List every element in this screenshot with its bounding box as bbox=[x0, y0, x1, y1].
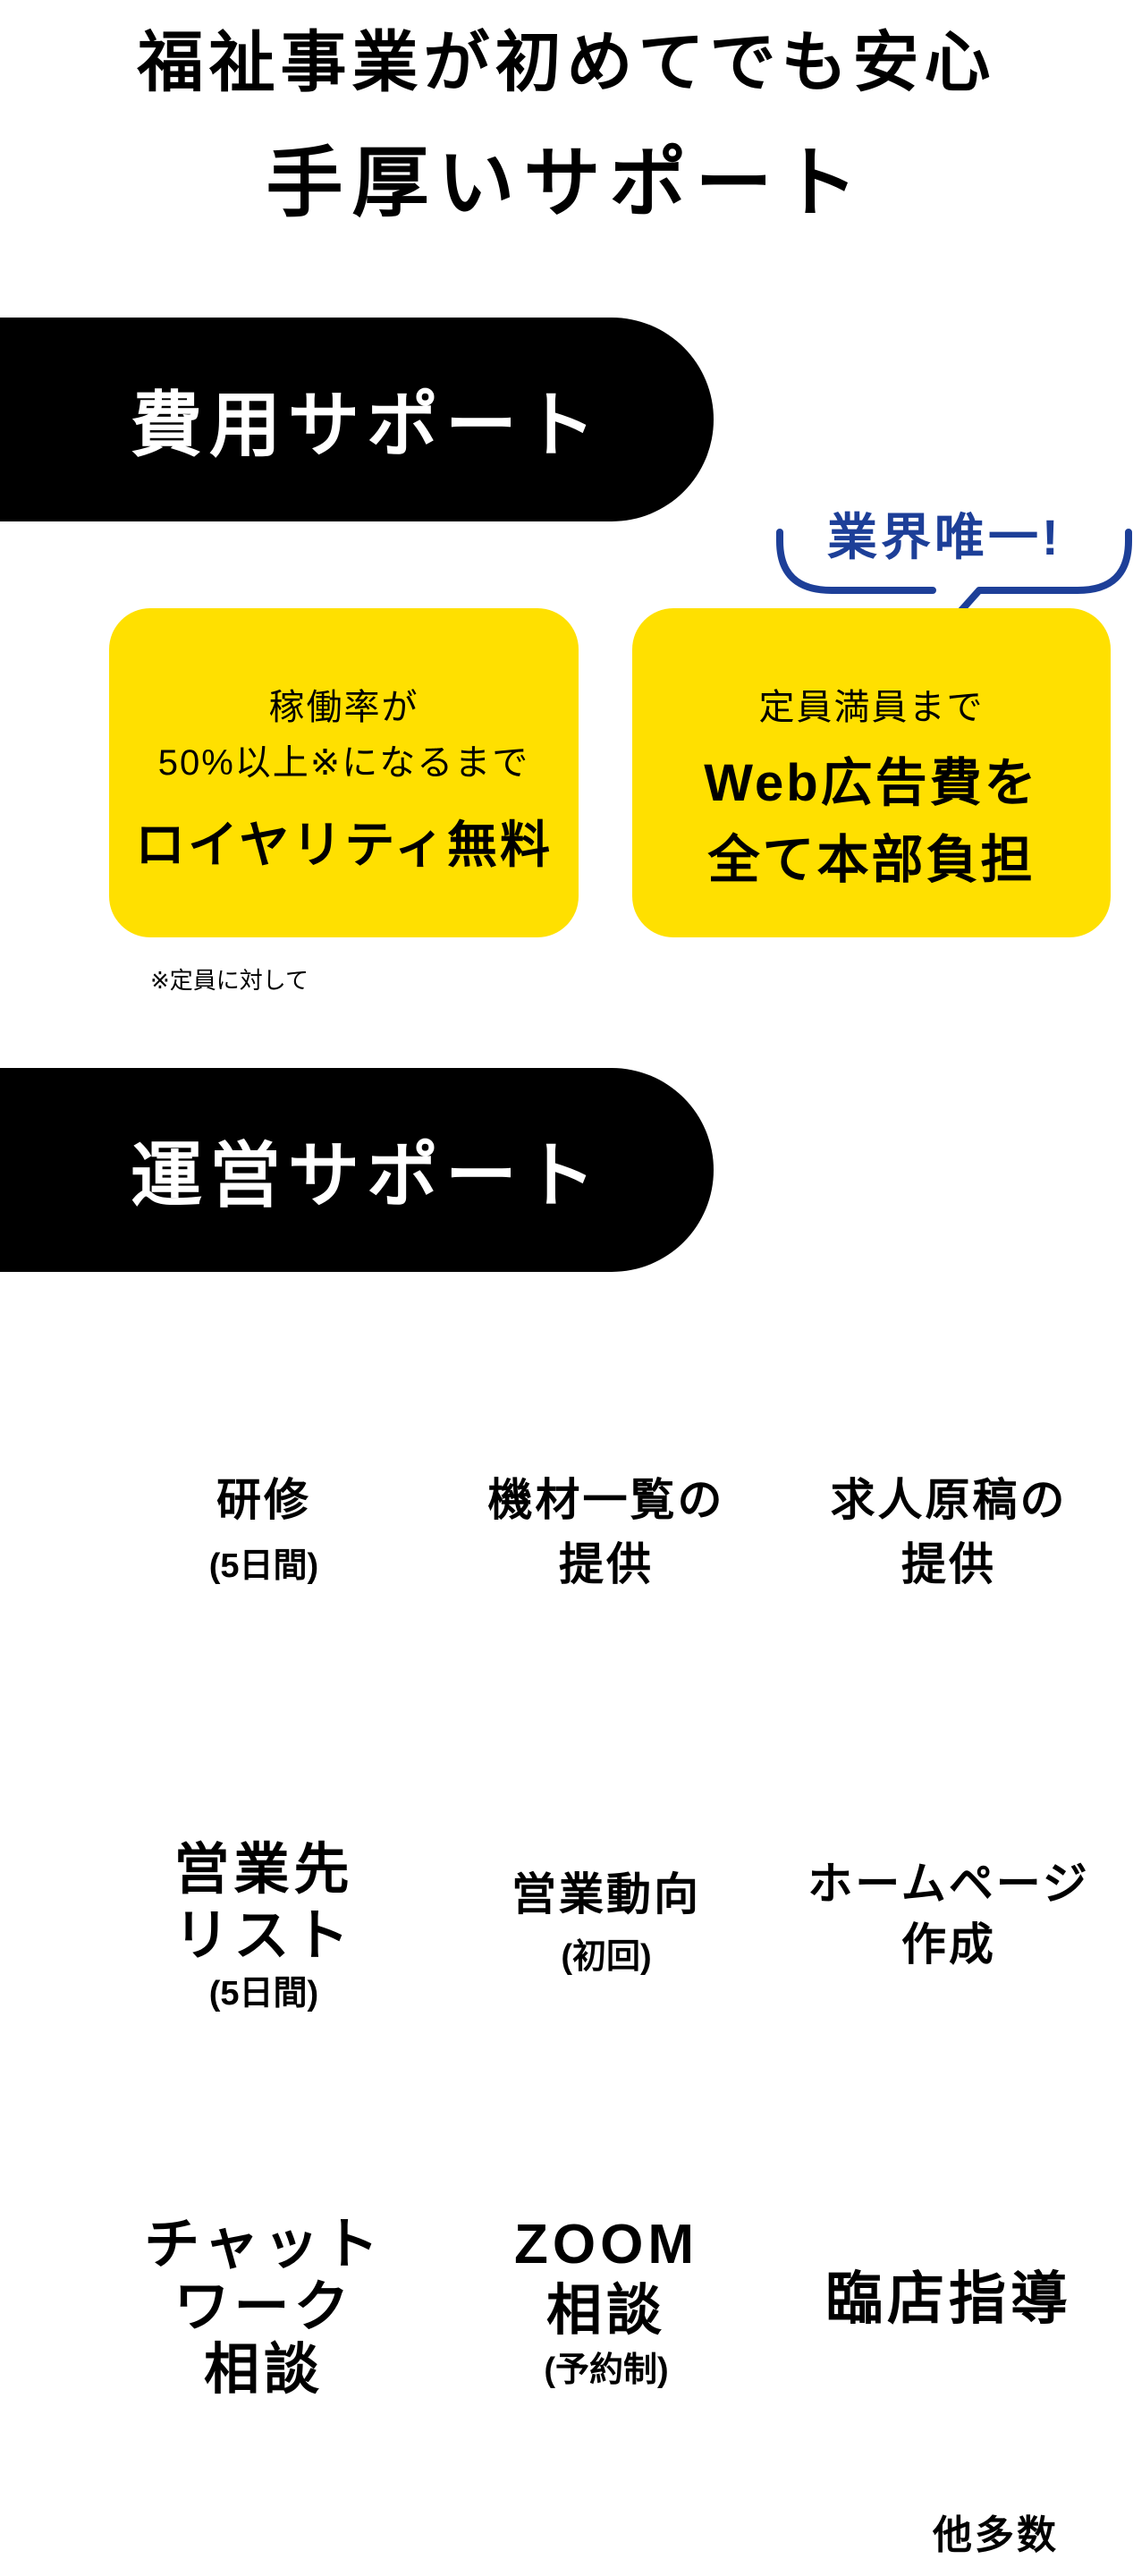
item-label: 機材一覧の bbox=[487, 1475, 725, 1525]
item-sub: (予約制) bbox=[544, 2351, 669, 2389]
item-label: 研修 bbox=[216, 1475, 311, 1525]
support-item-sales-list: 営業先 リスト (5日間) bbox=[85, 1839, 443, 2012]
support-item-job-posting: 求人原稿の 提供 bbox=[770, 1478, 1128, 1587]
card1-line2: 50%以上※になるまで bbox=[157, 743, 530, 783]
royalty-free-card: 稼働率が 50%以上※になるまで ロイヤリティ無料 bbox=[109, 608, 579, 937]
support-item-equipment-list: 機材一覧の 提供 bbox=[427, 1478, 785, 1587]
item-label: ホームページ bbox=[807, 1859, 1090, 1909]
item-sub: (初回) bbox=[561, 1938, 652, 1976]
item-label: 提供 bbox=[901, 1539, 996, 1589]
item-label: 相談 bbox=[545, 2280, 666, 2342]
item-label: リスト bbox=[173, 1905, 354, 1967]
card2-line1: 定員満員まで bbox=[758, 688, 985, 727]
support-item-training: 研修 (5日間) bbox=[85, 1478, 443, 1583]
item-label: 営業動向 bbox=[512, 1869, 701, 1919]
page-title-line2: 手厚いサポート bbox=[266, 140, 867, 226]
item-label: 作成 bbox=[901, 1919, 996, 1970]
card2-highlight1: Web広告費を bbox=[704, 754, 1039, 812]
operation-support-heading: 運営サポート bbox=[0, 1068, 714, 1272]
item-label: チャット bbox=[144, 2214, 384, 2275]
item-label: 提供 bbox=[559, 1539, 654, 1589]
item-label: 営業先 bbox=[173, 1839, 354, 1901]
item-label: 相談 bbox=[203, 2339, 324, 2401]
industry-only-badge: 業界唯一! bbox=[827, 509, 1062, 565]
operation-support-heading-label: 運営サポート bbox=[131, 1136, 603, 1216]
and-more-label: 他多数 bbox=[933, 2513, 1059, 2557]
card1-line1: 稼働率が bbox=[268, 688, 419, 727]
footnote: ※定員に対して bbox=[150, 967, 309, 994]
support-item-store-visit: 臨店指導 bbox=[770, 2270, 1128, 2327]
item-sub: (5日間) bbox=[208, 1547, 319, 1585]
support-item-zoom: ZOOM 相談 (予約制) bbox=[427, 2214, 785, 2389]
web-ad-card: 定員満員まで Web広告費を 全て本部負担 bbox=[632, 608, 1111, 937]
card2-highlight2: 全て本部負担 bbox=[707, 831, 1036, 889]
card1-highlight: ロイヤリティ無料 bbox=[135, 817, 553, 873]
cost-support-heading: 費用サポート bbox=[0, 318, 714, 521]
support-item-homepage: ホームページ 作成 bbox=[770, 1861, 1128, 1967]
item-label: ワーク bbox=[173, 2276, 354, 2338]
item-label: 求人原稿の bbox=[830, 1475, 1068, 1525]
support-item-chatwork: チャット ワーク 相談 bbox=[85, 2217, 443, 2398]
item-label: 臨店指導 bbox=[825, 2267, 1072, 2331]
page-title-line1: 福祉事業が初めてでも安心 bbox=[137, 25, 996, 99]
item-label: ZOOM bbox=[514, 2214, 698, 2275]
item-sub: (5日間) bbox=[208, 1975, 319, 2012]
cost-support-heading-label: 費用サポート bbox=[131, 386, 603, 465]
support-item-sales-trends: 営業動向 (初回) bbox=[427, 1872, 785, 1974]
